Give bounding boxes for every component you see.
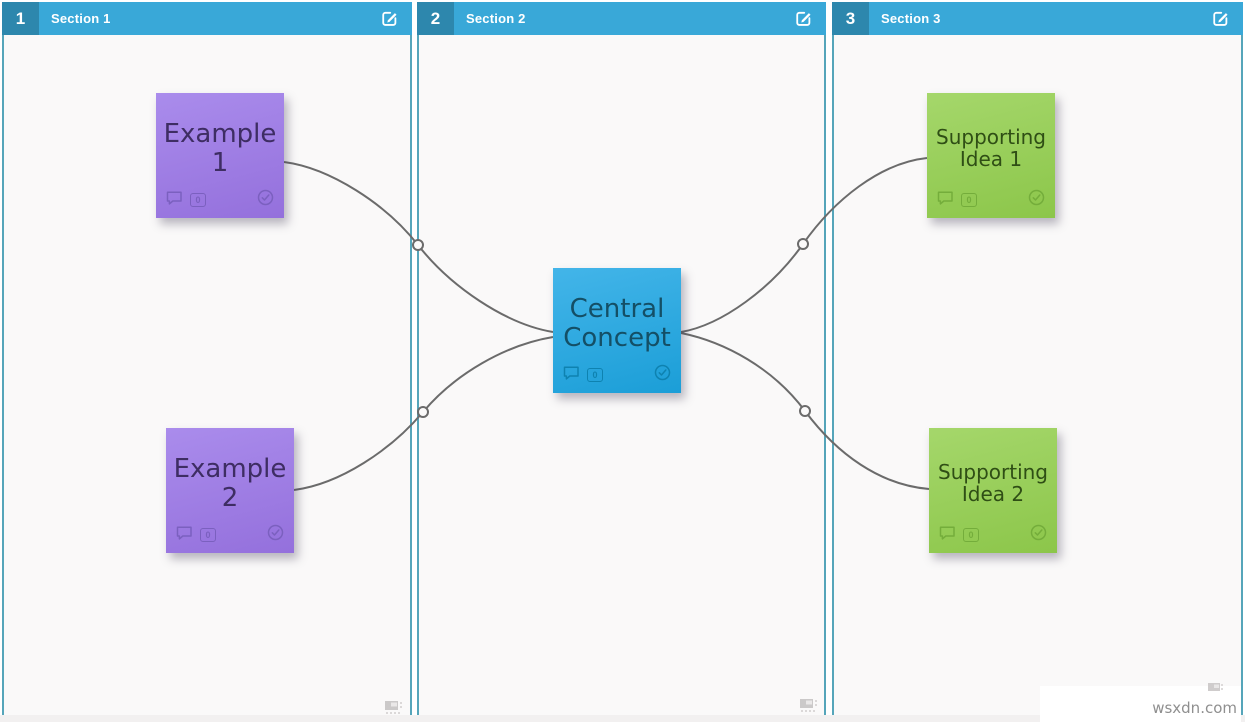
task-check-icon[interactable] bbox=[1030, 524, 1047, 546]
comment-icon[interactable] bbox=[939, 525, 956, 545]
sticky-note-central-concept[interactable]: Central Concept 0 bbox=[553, 268, 681, 393]
section-2-header: 2 Section 2 bbox=[417, 2, 826, 35]
watermark-thumbnail-icon bbox=[1208, 680, 1223, 698]
sticky-note-supporting-idea-1[interactable]: Supporting Idea 1 0 bbox=[927, 93, 1055, 218]
section-number-badge: 2 bbox=[417, 2, 454, 35]
section-1-header: 1 Section 1 bbox=[2, 2, 412, 35]
section-number-badge: 3 bbox=[832, 2, 869, 35]
comment-icon[interactable] bbox=[166, 190, 183, 210]
edit-section-icon[interactable] bbox=[380, 9, 399, 28]
comment-icon[interactable] bbox=[176, 525, 193, 545]
section-thumbnail-icon[interactable] bbox=[799, 698, 819, 718]
sticky-note-supporting-idea-2[interactable]: Supporting Idea 2 0 bbox=[929, 428, 1057, 553]
note-footer: 0 bbox=[176, 524, 284, 546]
comment-count-badge: 0 bbox=[961, 193, 977, 207]
task-check-icon[interactable] bbox=[1028, 189, 1045, 211]
note-text: Supporting Idea 1 bbox=[936, 124, 1046, 171]
task-check-icon[interactable] bbox=[257, 189, 274, 211]
comment-count-badge: 0 bbox=[587, 368, 603, 382]
section-number-badge: 1 bbox=[2, 2, 39, 35]
section-title: Section 1 bbox=[51, 11, 111, 26]
note-footer: 0 bbox=[563, 364, 671, 386]
note-text: Example 1 bbox=[163, 119, 277, 178]
task-check-icon[interactable] bbox=[267, 524, 284, 546]
section-title: Section 3 bbox=[881, 11, 941, 26]
note-text: Central Concept bbox=[563, 294, 671, 353]
comment-count-badge: 0 bbox=[963, 528, 979, 542]
section-title: Section 2 bbox=[466, 11, 526, 26]
section-3-header: 3 Section 3 bbox=[832, 2, 1243, 35]
section-thumbnail-icon[interactable] bbox=[384, 700, 404, 720]
comment-count-badge: 0 bbox=[200, 528, 216, 542]
comment-count-badge: 0 bbox=[190, 193, 206, 207]
note-footer: 0 bbox=[937, 189, 1045, 211]
edit-section-icon[interactable] bbox=[794, 9, 813, 28]
sticky-note-example-1[interactable]: Example 1 0 bbox=[156, 93, 284, 218]
comment-icon[interactable] bbox=[937, 190, 954, 210]
edit-section-icon[interactable] bbox=[1211, 9, 1230, 28]
watermark-text: wsxdn.com bbox=[1152, 699, 1237, 717]
sticky-note-example-2[interactable]: Example 2 0 bbox=[166, 428, 294, 553]
note-footer: 0 bbox=[166, 189, 274, 211]
task-check-icon[interactable] bbox=[654, 364, 671, 386]
note-text: Supporting Idea 2 bbox=[938, 459, 1048, 506]
canvas-bottom-edge bbox=[0, 715, 1245, 722]
watermark-background bbox=[1040, 686, 1241, 722]
note-text: Example 2 bbox=[173, 454, 287, 513]
note-footer: 0 bbox=[939, 524, 1047, 546]
comment-icon[interactable] bbox=[563, 365, 580, 385]
